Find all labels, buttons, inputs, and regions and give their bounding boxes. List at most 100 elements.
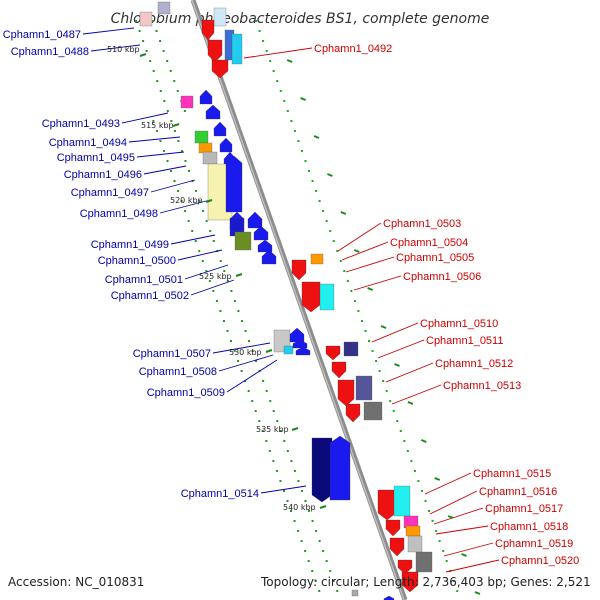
backbone-line	[190, 0, 408, 600]
right-dots-dot	[424, 500, 427, 502]
label-leader	[443, 542, 494, 557]
outer-left-dots-dot	[162, 150, 165, 152]
inner-left-dots-dot	[212, 240, 215, 242]
inner-left-dots-dot	[300, 490, 303, 492]
gene-label: Cphamn1_0507	[133, 348, 211, 360]
reverse-gene	[385, 519, 401, 537]
inner-left-dots-dot	[325, 560, 328, 562]
gene-label: Cphamn1_0487	[3, 29, 81, 41]
outer-left-dots-dot	[237, 360, 240, 362]
gene-feature	[213, 7, 227, 27]
forward-gene	[253, 225, 269, 241]
right-dots-dot	[258, 30, 261, 32]
gene-label: Cphamn1_0503	[383, 218, 461, 230]
right-dots-dot	[332, 240, 335, 242]
outer-left-dots-dot	[300, 540, 303, 542]
right-dots-dot	[389, 400, 392, 402]
outer-left-dots-dot	[173, 180, 176, 182]
forward-gene	[257, 239, 273, 253]
forward-gene	[292, 339, 308, 349]
inner-left-dots-dot	[156, 80, 159, 82]
scale-label: 530 kbp	[229, 348, 262, 357]
gene-label: Cphamn1_0506	[403, 271, 481, 283]
gene-label: Cphamn1_0520	[501, 555, 579, 567]
outer-left-dots-dot	[212, 290, 215, 292]
right-dots-dot	[378, 370, 381, 372]
outer-left-dots-dot	[261, 430, 264, 432]
inner-left-dots-dot	[205, 220, 208, 222]
inner-left-dots-dot	[262, 380, 265, 382]
label-leader	[170, 234, 216, 245]
right-dots-dot	[392, 410, 395, 412]
gene-feature	[139, 11, 153, 27]
inner-left-dots-dot	[233, 300, 236, 302]
scale-tick	[172, 123, 180, 127]
label-leader	[391, 384, 442, 405]
gene-feature	[355, 375, 373, 401]
forward-gene	[311, 437, 333, 503]
gene-label: Cphamn1_0519	[495, 538, 573, 550]
outer-left-dots-dot	[282, 490, 285, 492]
right-dots-dot	[413, 470, 416, 472]
outer-left-dots-dot	[258, 420, 261, 422]
outer-left-dots-dot	[180, 200, 183, 202]
inner-left-dots-dot	[318, 540, 321, 542]
gene-label: Cphamn1_0518	[490, 521, 568, 533]
right-dots-dot	[435, 530, 438, 532]
right-dots-dot	[428, 510, 431, 512]
right-dots-dot	[452, 580, 455, 582]
inner-left-dots-dot	[332, 580, 335, 582]
gene-feature	[405, 525, 421, 537]
right-dots-dot	[255, 20, 258, 22]
reverse-gene	[401, 571, 419, 593]
right-track-tick	[367, 287, 374, 291]
inner-left-dots-dot	[188, 170, 191, 172]
outer-left-dots-dot	[201, 260, 204, 262]
outer-left-dots-dot	[166, 60, 169, 62]
gene-label: Cphamn1_0505	[396, 252, 474, 264]
outer-left-dots-dot	[279, 480, 282, 482]
outer-left-dots-dot	[184, 210, 187, 212]
inner-left-dots-dot	[248, 340, 251, 342]
gene-feature	[319, 283, 335, 311]
right-dots-dot	[456, 590, 459, 592]
genome-backbone	[190, 0, 408, 600]
forward-gene	[213, 121, 227, 137]
label-leader	[226, 359, 278, 393]
right-dots-dot	[357, 310, 360, 312]
inner-left-dots-dot	[315, 530, 318, 532]
right-dots-dot	[269, 60, 272, 62]
inner-left-dots-dot	[293, 470, 296, 472]
outer-left-dots-dot	[155, 130, 158, 132]
gene-label: Cphamn1_0512	[435, 358, 513, 370]
scale-label: 510 kbp	[107, 45, 140, 54]
gene-label: Cphamn1_0516	[479, 486, 557, 498]
label-leader	[429, 490, 478, 515]
gene-feature	[393, 485, 411, 517]
reverse-gene	[331, 361, 347, 379]
label-leader	[433, 507, 484, 525]
right-dots-dot	[311, 180, 314, 182]
reverse-gene	[377, 489, 397, 521]
gene-feature	[343, 341, 359, 357]
label-leader	[218, 354, 274, 372]
gene-feature	[180, 95, 194, 109]
inner-left-dots-dot	[166, 110, 169, 112]
forward-gene	[219, 137, 233, 153]
label-leader	[337, 222, 382, 252]
right-dots-dot	[272, 70, 275, 72]
outer-left-dots-dot	[290, 510, 293, 512]
gene-feature	[157, 1, 171, 15]
outer-left-dots-dot	[318, 590, 321, 592]
right-dots-dot	[371, 350, 374, 352]
reverse-gene	[325, 345, 341, 361]
right-dots-dot	[445, 560, 448, 562]
outer-left-dots-dot	[230, 340, 233, 342]
forward-gene	[247, 211, 263, 229]
reverse-gene	[207, 39, 223, 63]
inner-left-dots-dot	[272, 410, 275, 412]
gene-label: Cphamn1_0502	[111, 290, 189, 302]
gene-labels: Cphamn1_0487Cphamn1_0488Cphamn1_0493Cpha…	[3, 29, 580, 567]
outer-left-dots-dot	[205, 270, 208, 272]
label-leader	[121, 112, 169, 124]
